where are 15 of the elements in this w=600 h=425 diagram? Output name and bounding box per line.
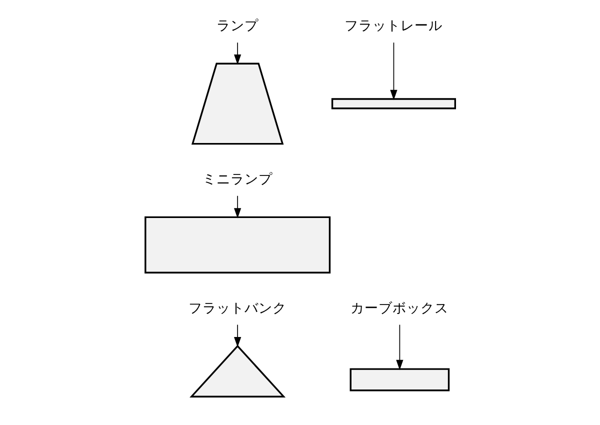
arrow: [233, 324, 241, 348]
arrow: [390, 42, 397, 100]
node-bar: [330, 98, 456, 110]
node-picture: [189, 344, 286, 398]
node-box: [349, 368, 450, 392]
arrow: [396, 324, 403, 370]
node-box: [144, 216, 330, 274]
node-text: ランプ: [216, 18, 258, 34]
node-text: ミニランプ: [202, 172, 272, 188]
node-picture: [190, 62, 284, 145]
node-text: カーブボックス: [350, 300, 448, 317]
arrow: [233, 195, 241, 218]
arrow: [233, 42, 241, 65]
node-text: フラットレール: [344, 18, 442, 34]
node-text: フラットバンク: [188, 300, 286, 317]
